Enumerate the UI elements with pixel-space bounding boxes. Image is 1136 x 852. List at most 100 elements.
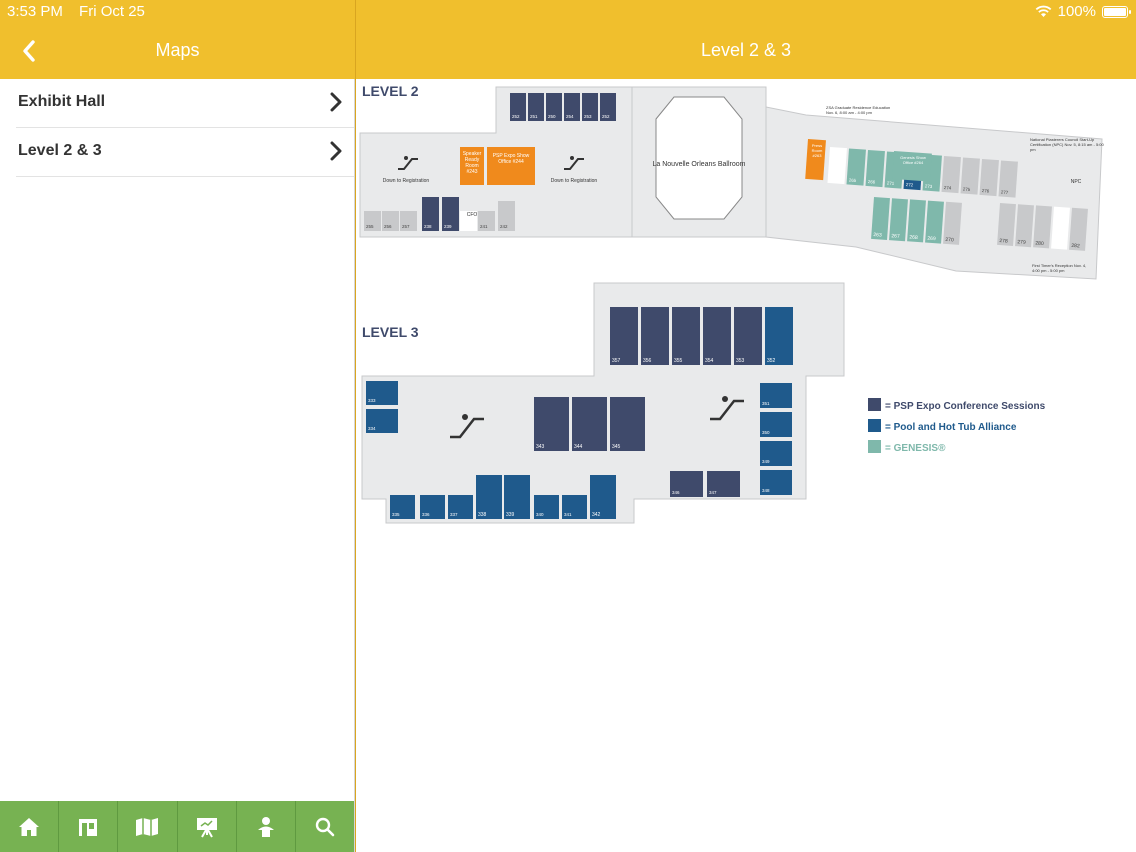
room-shape bbox=[907, 199, 926, 243]
room-shape bbox=[534, 495, 559, 519]
maps-title: Maps bbox=[155, 40, 200, 60]
room-number: 252 bbox=[602, 114, 610, 119]
room-number: 241 bbox=[480, 224, 488, 229]
map-room: 255 bbox=[364, 211, 381, 231]
battery-percent: 100% bbox=[1057, 3, 1096, 20]
room-shape bbox=[760, 441, 792, 466]
tab-speakers[interactable] bbox=[237, 801, 296, 852]
room-shape bbox=[1015, 204, 1034, 248]
room-number: 352 bbox=[767, 358, 776, 364]
map-room: 239 bbox=[442, 197, 459, 231]
room-shape bbox=[564, 93, 580, 121]
back-button[interactable] bbox=[14, 36, 44, 66]
room-number: 334 bbox=[368, 426, 376, 431]
room-number: 262 bbox=[830, 176, 838, 182]
bottom-tab-bar bbox=[0, 801, 355, 852]
tab-maps[interactable] bbox=[118, 801, 178, 852]
room-number: 280 bbox=[1035, 240, 1044, 247]
room-number: 275 bbox=[963, 187, 971, 193]
room-shape bbox=[641, 307, 669, 365]
list-item-level-2-3[interactable]: Level 2 & 3 bbox=[16, 128, 354, 177]
map-room: 346 bbox=[670, 471, 703, 497]
map-room: 344 bbox=[572, 397, 607, 451]
press-room-label-box: Press Room #263 bbox=[812, 143, 823, 158]
press-room bbox=[805, 139, 826, 181]
map-room: 334 bbox=[366, 409, 398, 433]
map-room: 357 bbox=[610, 307, 638, 365]
room-shape bbox=[943, 201, 962, 245]
status-time: 3:53 PM bbox=[7, 3, 63, 20]
map-room: 265 bbox=[846, 148, 866, 186]
room-number: 336 bbox=[422, 512, 430, 517]
zsa-note-box: ZSA Graduate Residence Education Nov. 6,… bbox=[826, 105, 891, 115]
room-number: 239 bbox=[444, 224, 452, 229]
room-shape bbox=[562, 495, 587, 519]
tab-sessions[interactable] bbox=[178, 801, 237, 852]
escalator-icon bbox=[450, 414, 484, 439]
map-room: 252 bbox=[600, 93, 616, 121]
escalator-icon bbox=[564, 156, 584, 170]
room-shape bbox=[420, 495, 445, 519]
legend-phta: = Pool and Hot Tub Alliance bbox=[885, 422, 1017, 433]
map-room: 276 bbox=[979, 159, 999, 197]
room-number: 242 bbox=[500, 224, 508, 229]
map-room: 337 bbox=[448, 495, 473, 519]
room-shape bbox=[600, 93, 616, 121]
room-shape bbox=[871, 197, 890, 241]
room-number: 273 bbox=[925, 184, 933, 190]
room-shape bbox=[610, 307, 638, 365]
zsa-note: ZSA Graduate Residence Education Nov. 6,… bbox=[826, 105, 891, 115]
first-timers-note-box: First Timer's Reception Nov. 4, 4:00 pm … bbox=[1032, 263, 1086, 273]
tab-search[interactable] bbox=[296, 801, 354, 852]
room-number: 333 bbox=[368, 398, 376, 403]
map-room: 336 bbox=[420, 495, 445, 519]
room-number: 269 bbox=[927, 236, 936, 243]
map-room: 356 bbox=[641, 307, 669, 365]
room-number: 277 bbox=[1001, 190, 1009, 196]
tab-home[interactable] bbox=[0, 801, 60, 852]
floor-map[interactable]: LEVEL 2 La Nouvelle Orleans Ballroom 252… bbox=[356, 79, 1136, 852]
room-number: 357 bbox=[612, 358, 621, 364]
room-number: 253 bbox=[584, 114, 592, 119]
room-shape bbox=[400, 211, 417, 231]
room-number: 276 bbox=[982, 188, 990, 194]
room-shape bbox=[366, 381, 398, 405]
room-number: 342 bbox=[592, 512, 601, 518]
maps-list: Exhibit Hall Level 2 & 3 bbox=[0, 79, 355, 801]
map-room: 240 bbox=[460, 211, 477, 231]
map-room: 333 bbox=[366, 381, 398, 405]
store-icon bbox=[79, 818, 98, 836]
tab-exhibitors[interactable] bbox=[59, 801, 119, 852]
genesis-office-label-box: Genesis Show Office #264 bbox=[900, 155, 926, 165]
room-number: 355 bbox=[674, 358, 683, 364]
room-number: 257 bbox=[402, 224, 410, 229]
room-number: 240 bbox=[462, 224, 470, 229]
speaker-ready-label-box: Speaker Ready Room #243 bbox=[462, 151, 482, 175]
map-room: 280 bbox=[1033, 205, 1052, 249]
room-number: 252 bbox=[512, 114, 520, 119]
room-shape bbox=[510, 93, 526, 121]
room-number: 354 bbox=[705, 358, 714, 364]
room-number: 278 bbox=[999, 238, 1008, 245]
room-number: 349 bbox=[762, 459, 770, 464]
map-room: 270 bbox=[943, 201, 962, 245]
speaker-ready-label: Speaker Ready Room #243 bbox=[462, 151, 482, 175]
home-icon bbox=[19, 817, 40, 836]
room-shape bbox=[460, 211, 477, 231]
room-shape bbox=[534, 397, 569, 451]
room-number: 254 bbox=[566, 114, 574, 119]
map-icon bbox=[136, 817, 159, 836]
room-shape bbox=[572, 397, 607, 451]
speaker-ready-room bbox=[460, 147, 484, 185]
wifi-icon bbox=[1035, 5, 1051, 17]
search-icon bbox=[315, 817, 335, 836]
room-shape bbox=[734, 307, 762, 365]
room-number: 353 bbox=[736, 358, 745, 364]
level-3-title: LEVEL 3 bbox=[362, 324, 419, 340]
room-shape bbox=[760, 470, 792, 495]
list-item-exhibit-hall[interactable]: Exhibit Hall bbox=[16, 79, 354, 128]
map-room: 355 bbox=[672, 307, 700, 365]
map-legend: = PSP Expo Conference Sessions = Pool an… bbox=[868, 398, 1046, 454]
room-number: 337 bbox=[450, 512, 458, 517]
room-number: 281 bbox=[1053, 242, 1062, 249]
